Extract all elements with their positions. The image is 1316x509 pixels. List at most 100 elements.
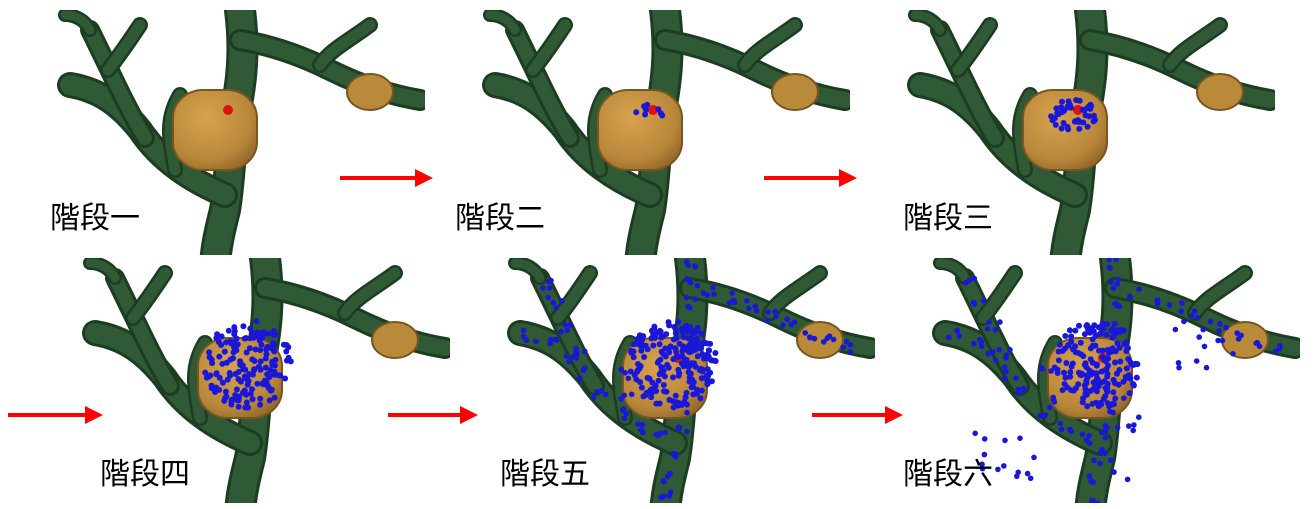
cancer-cell — [648, 387, 654, 393]
cancer-cell — [709, 378, 715, 384]
secondary-tumor — [1197, 74, 1243, 110]
cancer-cell — [635, 336, 641, 342]
escaped-cell — [1202, 344, 1208, 350]
cancer-cell — [691, 360, 697, 366]
cancer-cell — [695, 325, 701, 331]
escaped-cell — [1002, 438, 1008, 444]
cancer-cell — [1107, 265, 1113, 271]
cancer-cell — [693, 264, 699, 270]
cancer-cell — [693, 330, 699, 336]
cancer-cell — [1113, 256, 1119, 262]
cancer-cell — [250, 396, 256, 402]
cancer-cell — [644, 102, 650, 108]
cancer-cell — [568, 322, 574, 328]
cancer-cell — [1273, 349, 1279, 355]
cancer-cell — [258, 367, 264, 373]
cancer-cell — [1061, 120, 1067, 126]
cancer-cell — [246, 378, 252, 384]
cancer-cell — [1083, 112, 1089, 118]
cancer-cell — [1054, 111, 1060, 117]
cancer-cell — [566, 359, 572, 365]
cancer-cell — [242, 388, 248, 394]
cancer-cell — [985, 326, 991, 332]
cancer-cell — [707, 341, 713, 347]
cancer-cell — [209, 383, 215, 389]
cancer-cell — [746, 306, 752, 312]
cancer-cell — [684, 410, 690, 416]
cancer-cell — [1021, 386, 1027, 392]
cancer-cell — [1103, 435, 1109, 441]
cancer-cell — [688, 340, 694, 346]
cancer-cell — [230, 355, 236, 361]
cancer-cell — [686, 278, 692, 284]
cancer-cell — [257, 338, 263, 344]
cancer-cell — [664, 362, 670, 368]
cancer-cell — [577, 376, 583, 382]
cancer-cell — [699, 375, 705, 381]
cancer-cell — [1106, 257, 1112, 263]
escaped-cell — [1031, 455, 1037, 461]
cancer-cell — [681, 363, 687, 369]
cancer-cell — [844, 339, 850, 345]
cancer-cell — [1092, 117, 1098, 123]
cancer-cell — [1076, 323, 1082, 329]
cancer-cell — [1208, 319, 1214, 325]
cancer-cell — [807, 334, 813, 340]
cancer-cell — [242, 336, 248, 342]
cancer-cell — [234, 336, 240, 342]
secondary-tumor — [772, 74, 818, 110]
cancer-cell — [603, 392, 609, 398]
cancer-cell — [1124, 365, 1130, 371]
cancer-cell — [1093, 333, 1099, 339]
cancer-cell — [248, 391, 254, 397]
cancer-cell — [1195, 315, 1201, 321]
cancer-cell — [657, 431, 663, 437]
cancer-cell — [685, 262, 691, 268]
escaped-cell — [1014, 474, 1020, 480]
cancer-cell — [1085, 124, 1091, 130]
cancer-cell — [638, 363, 644, 369]
secondary-tumor — [1222, 322, 1268, 358]
cancer-cell — [1234, 330, 1240, 336]
cancer-cell — [222, 349, 228, 355]
cancer-cell — [284, 342, 290, 348]
cancer-cell — [662, 430, 668, 436]
cancer-cell — [573, 355, 579, 361]
cancer-cell — [840, 345, 846, 351]
cancer-cell — [1134, 361, 1140, 367]
cancer-cell — [707, 370, 713, 376]
cancer-cell — [270, 340, 276, 346]
cancer-cell — [662, 373, 668, 379]
cancer-cell — [684, 390, 690, 396]
cancer-cell — [657, 401, 663, 407]
cancer-cell — [1086, 433, 1092, 439]
escaped-cell — [1108, 458, 1114, 464]
progression-arrow-1 — [340, 169, 433, 187]
escaped-cell — [1176, 360, 1182, 366]
cancer-cell — [698, 346, 704, 352]
cancer-cell — [730, 290, 736, 296]
cancer-cell — [1112, 396, 1118, 402]
cancer-cell — [233, 371, 239, 377]
cancer-cell — [727, 300, 733, 306]
cancer-cell — [1083, 360, 1089, 366]
cancer-cell — [659, 364, 665, 370]
cancer-cell — [676, 370, 682, 376]
cancer-cell — [236, 397, 242, 403]
stage-label-5: 階段五 — [500, 457, 590, 492]
cancer-cell — [224, 360, 230, 366]
escaped-cell — [1223, 325, 1229, 331]
cancer-cell — [1094, 370, 1100, 376]
cancer-cell — [661, 494, 667, 500]
cancer-cell — [1061, 370, 1067, 376]
cancer-cell — [699, 331, 705, 337]
cancer-cell — [1110, 345, 1116, 351]
cancer-cell — [1091, 458, 1097, 464]
cancer-cell — [1051, 397, 1057, 403]
cancer-cell — [1105, 400, 1111, 406]
cancer-cell — [1125, 356, 1131, 362]
cancer-cell — [1004, 352, 1010, 358]
secondary-tumor — [347, 74, 393, 110]
cancer-cell — [263, 356, 269, 362]
cancer-cell — [687, 379, 693, 385]
